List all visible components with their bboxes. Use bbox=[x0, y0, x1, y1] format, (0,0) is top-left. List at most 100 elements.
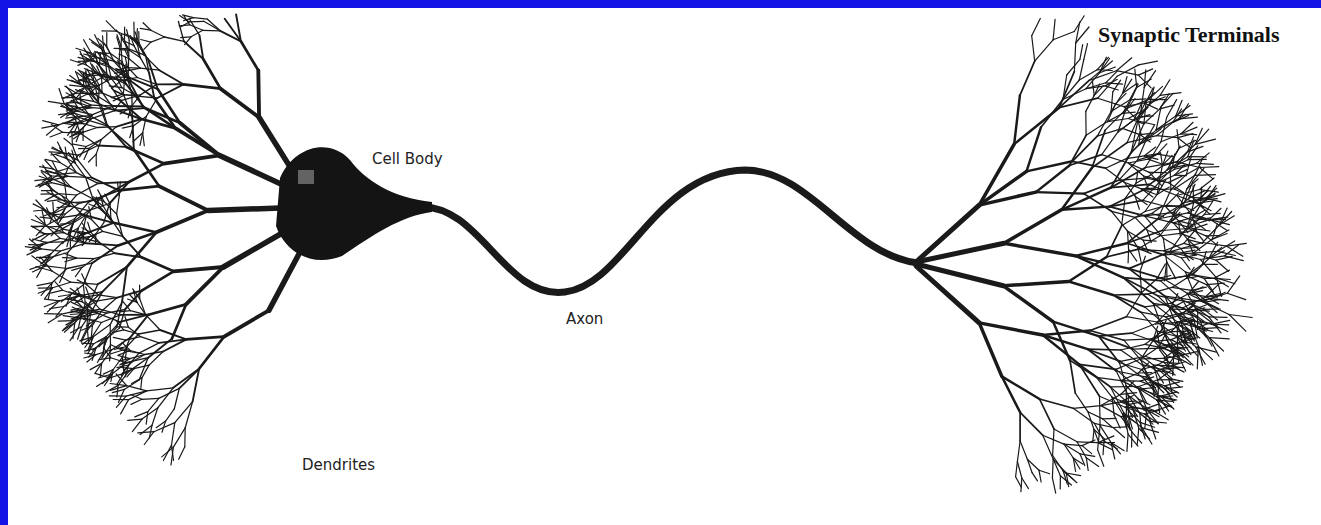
branch bbox=[1074, 43, 1075, 71]
branch bbox=[127, 56, 129, 79]
branch bbox=[1027, 459, 1032, 473]
branch bbox=[92, 245, 118, 263]
branch bbox=[96, 298, 117, 302]
branch bbox=[979, 323, 1002, 377]
branch bbox=[41, 249, 60, 251]
branch bbox=[88, 222, 91, 232]
branch bbox=[106, 21, 116, 31]
branch bbox=[1176, 323, 1191, 332]
branch bbox=[129, 353, 139, 365]
branch bbox=[43, 121, 59, 125]
branch bbox=[65, 258, 77, 262]
branch bbox=[131, 93, 133, 118]
branch bbox=[1145, 367, 1167, 377]
branch bbox=[1107, 226, 1122, 257]
branch bbox=[142, 257, 174, 271]
branch bbox=[61, 295, 71, 302]
branch bbox=[1196, 163, 1213, 165]
branch bbox=[1124, 339, 1151, 340]
branch bbox=[119, 359, 130, 361]
branch bbox=[1140, 271, 1141, 293]
branch bbox=[51, 153, 63, 155]
branch bbox=[101, 67, 112, 78]
branch bbox=[46, 266, 67, 269]
branch bbox=[1039, 470, 1041, 482]
branch bbox=[1198, 312, 1212, 322]
branch bbox=[1149, 184, 1177, 195]
branch bbox=[116, 321, 124, 330]
branch bbox=[125, 347, 127, 360]
nucleus bbox=[298, 170, 314, 184]
branch bbox=[1172, 278, 1186, 287]
branch bbox=[1184, 231, 1195, 243]
branch bbox=[1126, 317, 1157, 322]
branch bbox=[1144, 71, 1155, 88]
branch bbox=[1138, 248, 1141, 264]
branch bbox=[1160, 222, 1171, 236]
branch bbox=[1002, 376, 1020, 412]
branch bbox=[117, 30, 125, 40]
branch bbox=[1182, 253, 1196, 255]
branch bbox=[132, 118, 134, 150]
branch bbox=[118, 326, 129, 328]
branch bbox=[139, 343, 159, 353]
branch bbox=[94, 253, 115, 258]
branch bbox=[60, 219, 74, 227]
branch bbox=[117, 182, 119, 196]
branch bbox=[68, 176, 92, 177]
branch bbox=[1203, 243, 1227, 247]
branch bbox=[191, 30, 203, 37]
branch bbox=[1202, 293, 1228, 301]
branch bbox=[916, 243, 1004, 262]
branch bbox=[1128, 231, 1129, 249]
branch bbox=[114, 109, 141, 119]
branch bbox=[103, 206, 111, 219]
branch bbox=[33, 226, 47, 227]
branch bbox=[1209, 338, 1229, 339]
branch bbox=[1103, 418, 1116, 420]
branch bbox=[121, 365, 128, 375]
branch bbox=[104, 43, 110, 53]
part-label: Dendrites bbox=[302, 456, 375, 474]
branch bbox=[1225, 256, 1244, 261]
branch bbox=[84, 295, 98, 297]
branch bbox=[1188, 205, 1201, 227]
branch bbox=[1139, 428, 1150, 439]
branch bbox=[62, 97, 75, 99]
branch bbox=[1004, 210, 1062, 244]
branch bbox=[111, 350, 122, 354]
branch bbox=[1088, 349, 1121, 361]
branch bbox=[1188, 203, 1194, 226]
branch bbox=[1043, 435, 1054, 459]
branch bbox=[1148, 294, 1173, 309]
branch bbox=[1060, 476, 1061, 489]
branch bbox=[1181, 127, 1197, 134]
branch bbox=[74, 297, 84, 303]
branch bbox=[66, 86, 75, 97]
branch bbox=[1043, 331, 1090, 336]
branch bbox=[1202, 301, 1229, 314]
branch bbox=[83, 72, 87, 87]
branch bbox=[123, 75, 124, 94]
branch bbox=[1205, 299, 1220, 302]
branch bbox=[1158, 379, 1175, 380]
branch bbox=[1090, 317, 1126, 331]
branch bbox=[1138, 103, 1150, 121]
branch bbox=[54, 203, 67, 213]
branch bbox=[130, 36, 134, 46]
branch bbox=[1161, 134, 1181, 142]
branch bbox=[1186, 270, 1197, 278]
branch bbox=[1073, 458, 1080, 469]
branch bbox=[1036, 166, 1070, 193]
branch bbox=[48, 184, 53, 194]
branch bbox=[139, 285, 140, 299]
branch bbox=[1141, 88, 1145, 113]
branch bbox=[87, 285, 99, 295]
branch bbox=[1145, 347, 1159, 357]
branch bbox=[95, 83, 99, 103]
branch bbox=[118, 355, 130, 358]
branch bbox=[162, 447, 174, 457]
branch bbox=[1176, 106, 1190, 116]
branch bbox=[208, 208, 280, 211]
branch bbox=[1165, 386, 1179, 393]
